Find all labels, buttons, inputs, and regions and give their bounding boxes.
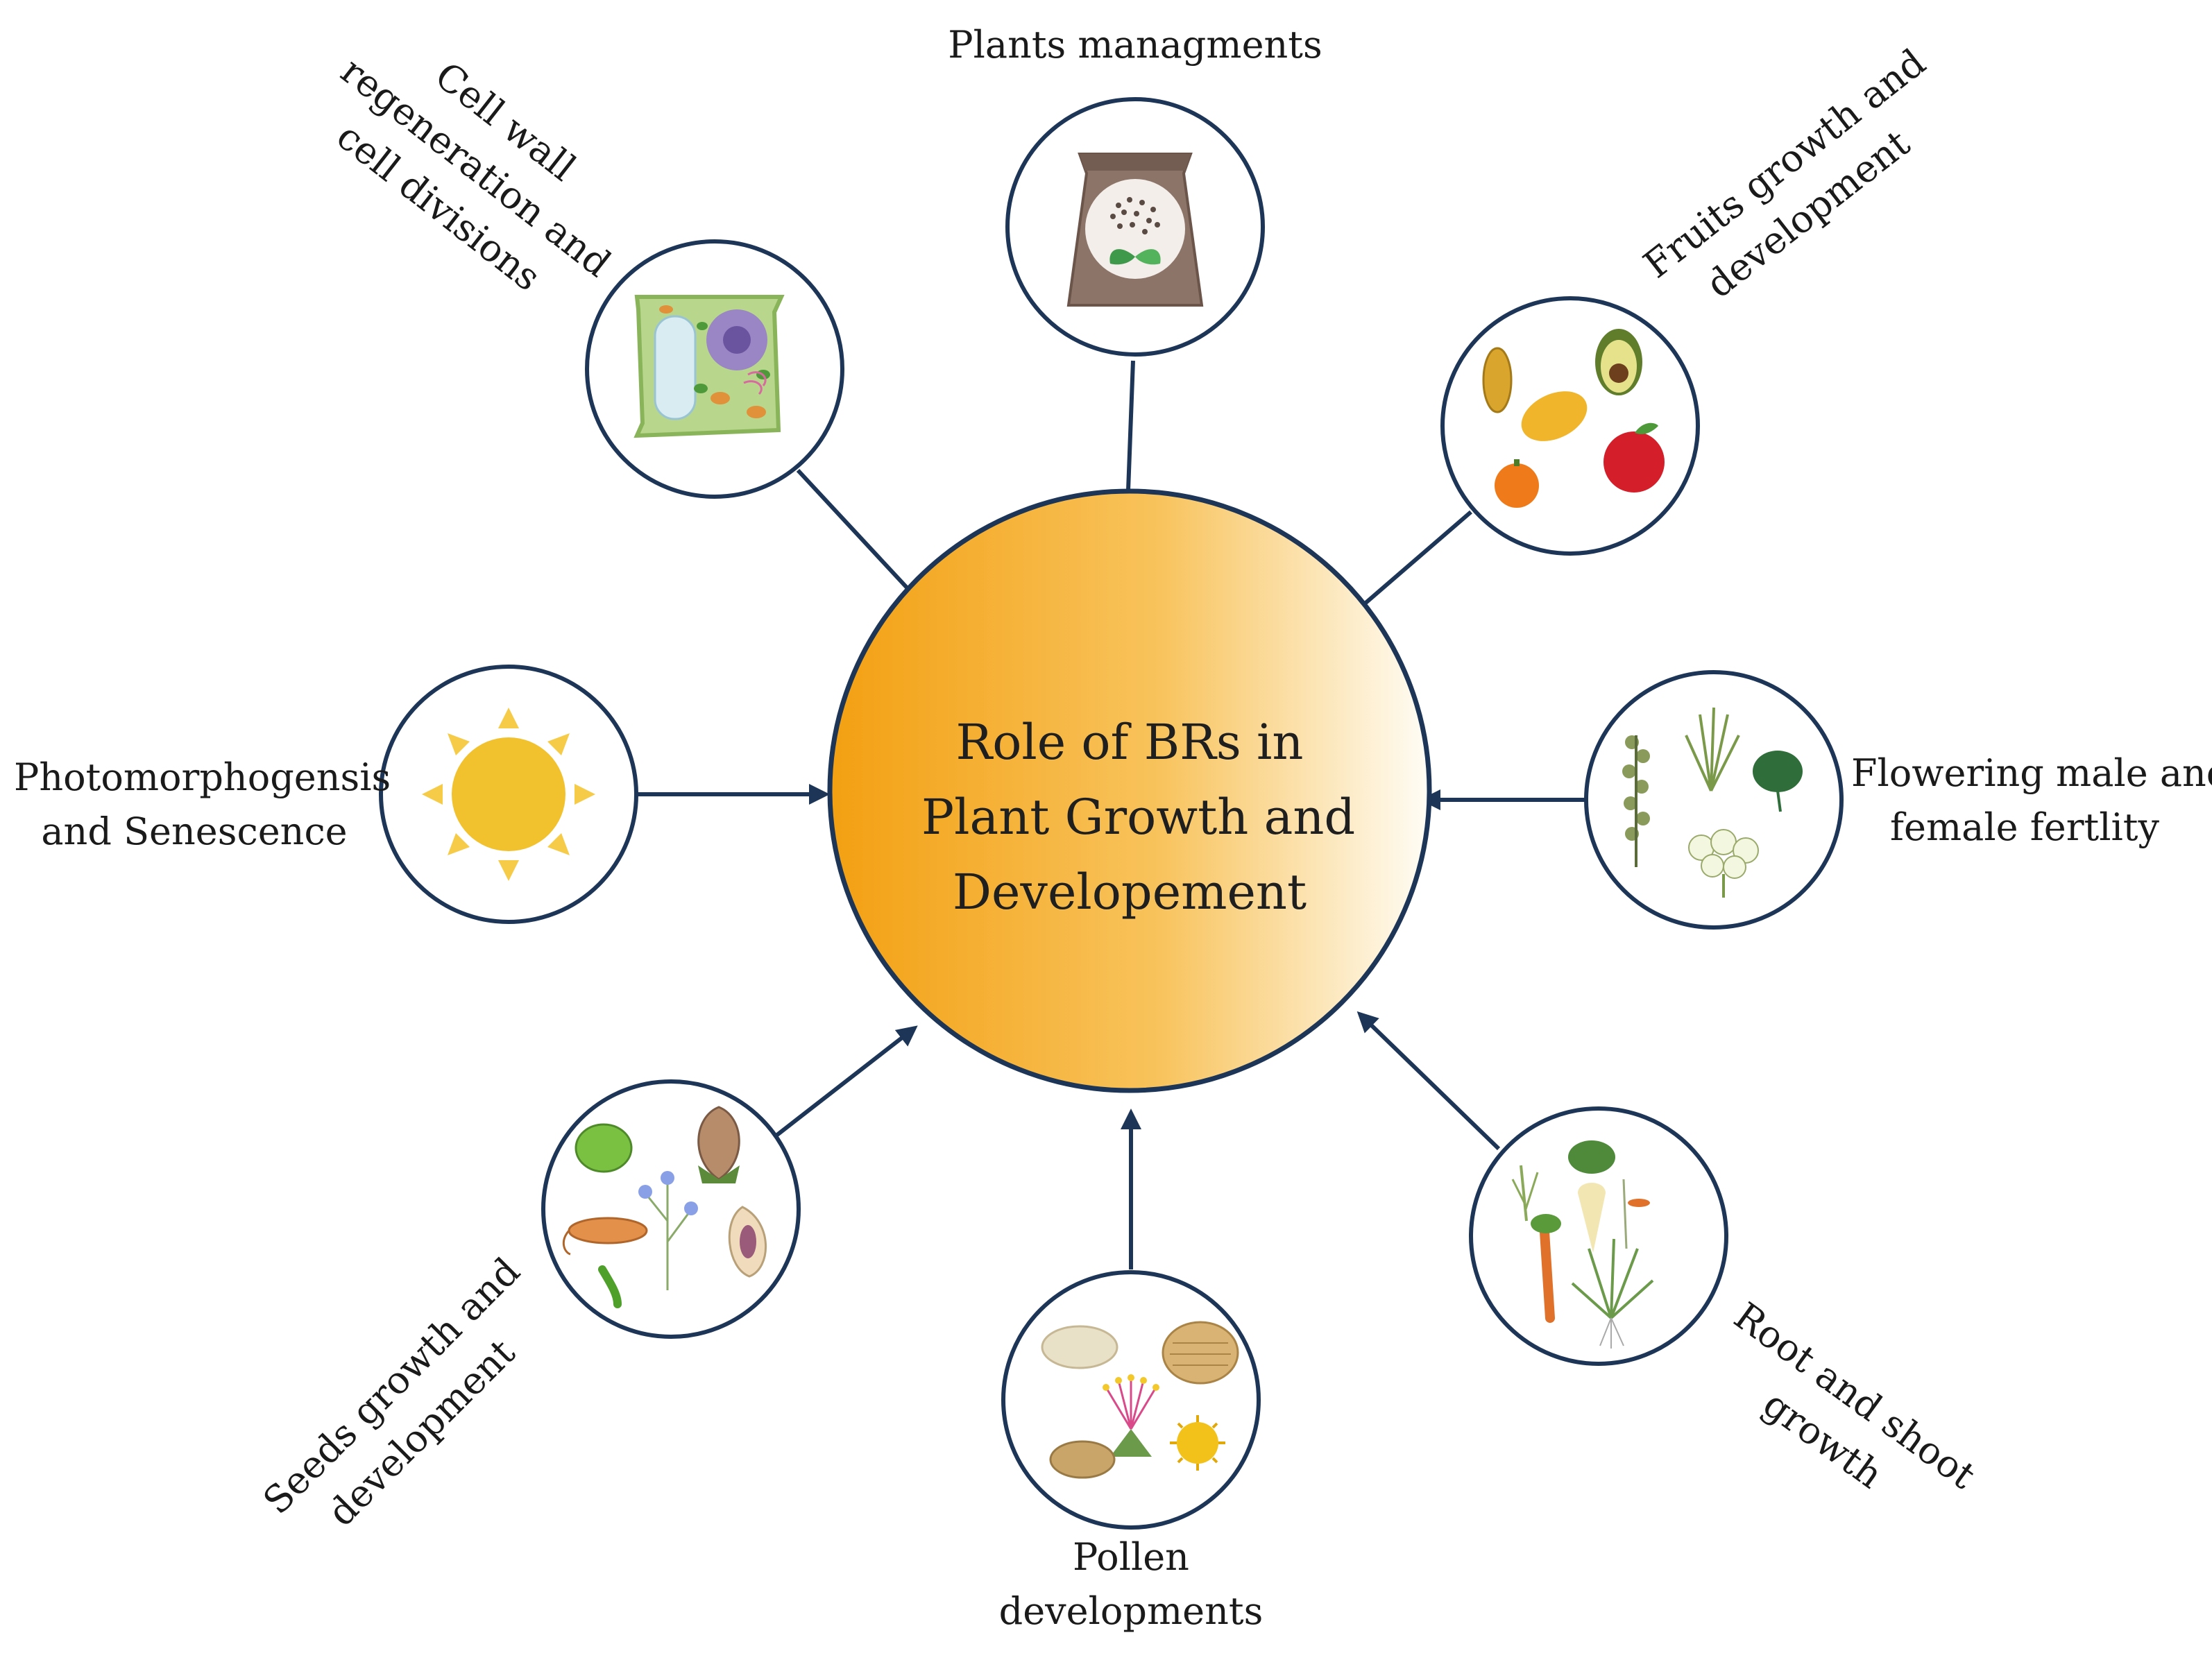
label-flowering: Flowering male and female fertlity [1851, 746, 2212, 855]
root-shoot-icon [1511, 1140, 1654, 1349]
central-title-line: Role of BRs in [955, 714, 1304, 771]
label-line: Photomorphogensis [14, 755, 391, 799]
central-circle [827, 488, 1432, 1093]
plant-cell-icon [633, 295, 785, 438]
label-line: Flowering male and [1851, 751, 2212, 795]
node-fruits [1440, 296, 1700, 556]
sun-icon [422, 708, 595, 881]
node-cellwall [585, 239, 844, 499]
fruits-icon [1482, 329, 1665, 508]
label-line: and Senescence [41, 810, 348, 853]
central-title: Role of BRs in Plant Growth and Develope… [921, 705, 1356, 930]
connector-root [1356, 1011, 1501, 1151]
label-plants: Plants managments [927, 18, 1343, 72]
node-root [1469, 1106, 1728, 1366]
seed-bag-icon [1066, 153, 1204, 307]
connector-seeds [776, 1025, 918, 1137]
central-title-line: Developement [952, 864, 1307, 921]
node-plants [1005, 97, 1265, 357]
connector-fruits [1345, 510, 1472, 620]
label-pollen: Pollen developments [958, 1530, 1304, 1638]
node-seeds [541, 1079, 801, 1339]
node-circle [541, 1079, 801, 1339]
connector-cellwall [796, 468, 928, 610]
label-line: Plants managments [948, 23, 1322, 67]
label-photo: Photomorphogensis and Senescence [14, 751, 391, 859]
node-flowering [1584, 670, 1844, 930]
pollen-icon [1041, 1321, 1239, 1479]
label-line: Pollen [1073, 1535, 1189, 1579]
central-title-line: Plant Growth and [921, 789, 1356, 846]
flowering-plants-icon [1622, 707, 1803, 898]
node-circle [1469, 1106, 1728, 1366]
label-line: developments [998, 1589, 1264, 1633]
node-circle [1584, 670, 1844, 930]
seeds-icon [562, 1106, 767, 1308]
connectors [636, 360, 1585, 1269]
node-pollen [1001, 1270, 1261, 1530]
node-photo [379, 665, 638, 924]
label-line: female fertlity [1890, 805, 2159, 849]
